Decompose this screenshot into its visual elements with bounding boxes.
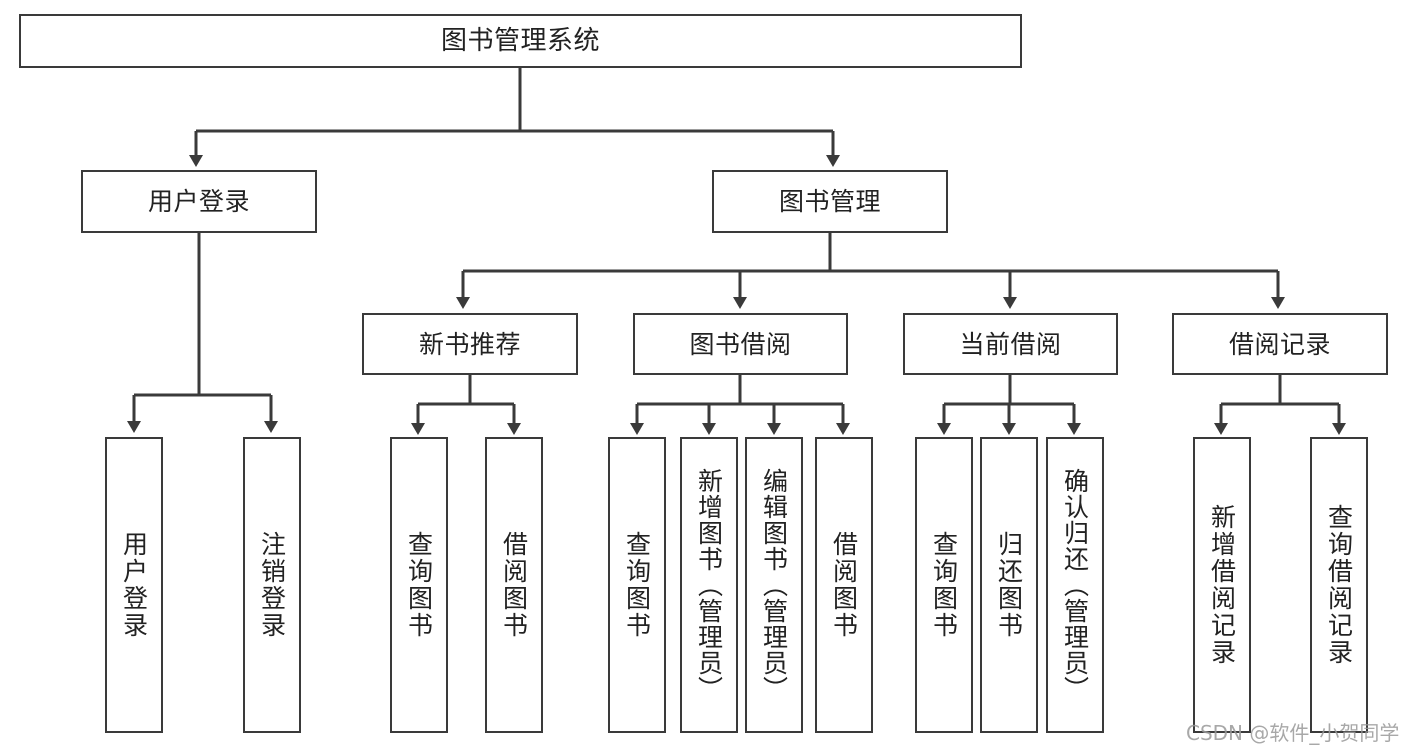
node-current-borrow[interactable]: 当前借阅 — [903, 313, 1118, 375]
node-borrow-record[interactable]: 借阅记录 — [1172, 313, 1388, 375]
node-label: 用户登录 — [119, 531, 149, 639]
node-label: 新增图书（管理员） — [694, 468, 724, 702]
node-root-book-management-system[interactable]: 图书管理系统 — [19, 14, 1022, 68]
node-label: 借阅记录 — [1228, 329, 1331, 359]
node-label: 图书借阅 — [689, 329, 792, 359]
node-label: 当前借阅 — [959, 329, 1062, 359]
leaf-recommend-borrow-book[interactable]: 借阅图书 — [485, 437, 543, 733]
leaf-record-add-record[interactable]: 新增借阅记录 — [1193, 437, 1251, 733]
leaf-user-login-login[interactable]: 用户登录 — [105, 437, 163, 733]
watermark-text: CSDN @软件_小贺同学 — [1186, 721, 1400, 745]
node-label: 编辑图书（管理员） — [759, 468, 789, 702]
leaf-current-confirm-return-admin[interactable]: 确认归还（管理员） — [1046, 437, 1104, 733]
node-label: 查询图书 — [404, 531, 434, 639]
leaf-user-login-logout[interactable]: 注销登录 — [243, 437, 301, 733]
leaf-current-return-book[interactable]: 归还图书 — [980, 437, 1038, 733]
node-new-book-recommend[interactable]: 新书推荐 — [362, 313, 578, 375]
node-label: 查询借阅记录 — [1324, 504, 1354, 666]
node-label: 查询图书 — [622, 531, 652, 639]
leaf-borrow-edit-book-admin[interactable]: 编辑图书（管理员） — [745, 437, 803, 733]
node-book-borrow[interactable]: 图书借阅 — [633, 313, 848, 375]
node-label: 借阅图书 — [499, 531, 529, 639]
node-label: 新增借阅记录 — [1207, 504, 1237, 666]
leaf-borrow-query-book[interactable]: 查询图书 — [608, 437, 666, 733]
node-user-login[interactable]: 用户登录 — [81, 170, 317, 233]
leaf-borrow-borrow-book[interactable]: 借阅图书 — [815, 437, 873, 733]
node-label: 图书管理 — [778, 187, 881, 216]
node-label: 新书推荐 — [418, 329, 521, 359]
node-book-management[interactable]: 图书管理 — [712, 170, 948, 233]
node-label: 归还图书 — [994, 531, 1024, 639]
leaf-current-query-book[interactable]: 查询图书 — [915, 437, 973, 733]
leaf-borrow-add-book-admin[interactable]: 新增图书（管理员） — [680, 437, 738, 733]
leaf-recommend-query-book[interactable]: 查询图书 — [390, 437, 448, 733]
node-label: 确认归还（管理员） — [1060, 468, 1090, 702]
node-label: 借阅图书 — [829, 531, 859, 639]
node-label: 查询图书 — [929, 531, 959, 639]
node-label: 用户登录 — [147, 187, 250, 216]
node-label: 图书管理系统 — [440, 25, 600, 56]
leaf-record-query-record[interactable]: 查询借阅记录 — [1310, 437, 1368, 733]
node-label: 注销登录 — [257, 531, 287, 639]
